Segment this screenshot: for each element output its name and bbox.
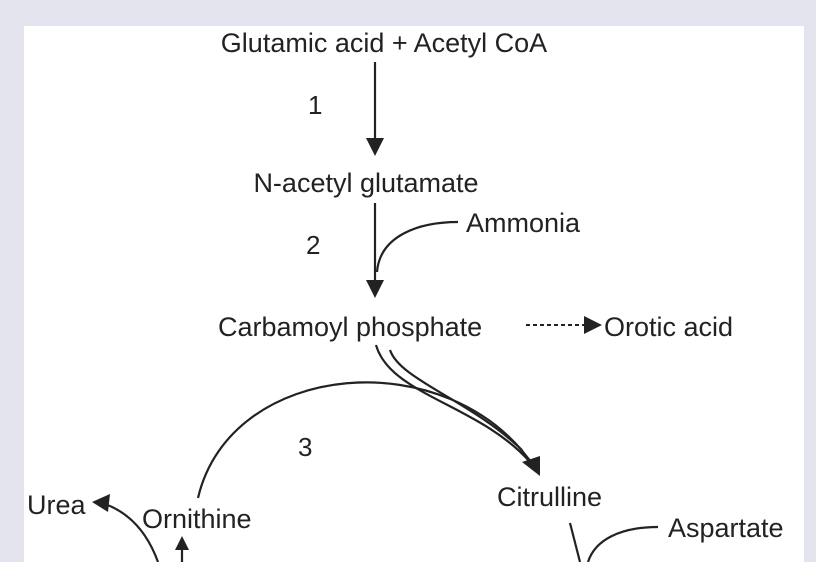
arrow-to-urea — [104, 502, 160, 562]
label-carbamoyl-phosphate: Carbamoyl phosphate — [218, 312, 482, 342]
label-ammonia: Ammonia — [466, 208, 581, 238]
carbamoyl-to-citrulline-curve-inner — [388, 349, 523, 451]
aspartate-join-curve — [586, 525, 659, 562]
step-number-3: 3 — [298, 432, 312, 462]
arrow-step-2-head — [366, 280, 384, 298]
arrow-step-3-arc — [196, 381, 536, 499]
label-aspartate: Aspartate — [668, 513, 784, 543]
label-ornithine: Ornithine — [142, 504, 252, 534]
label-citrulline: Citrulline — [497, 482, 602, 512]
label-glutamic-acid: Glutamic acid + Acetyl CoA — [221, 28, 547, 58]
citrulline-down-line — [568, 522, 582, 562]
arrow-to-orotic-acid-head — [584, 316, 602, 334]
label-n-acetyl-glutamate: N-acetyl glutamate — [253, 168, 478, 198]
carbamoyl-to-citrulline-curve — [374, 344, 531, 463]
label-orotic-acid: Orotic acid — [604, 312, 733, 342]
arrow-step-1-head — [366, 138, 384, 156]
step-number-1: 1 — [308, 90, 322, 120]
ammonia-join-curve — [375, 220, 459, 273]
arrow-into-ornithine-head — [175, 536, 189, 550]
label-urea: Urea — [27, 490, 87, 520]
arrow-to-urea-head — [92, 494, 110, 512]
step-number-2: 2 — [306, 230, 320, 260]
diagram-panel — [24, 26, 804, 562]
carbamoyl-to-citrulline-head — [522, 456, 540, 476]
